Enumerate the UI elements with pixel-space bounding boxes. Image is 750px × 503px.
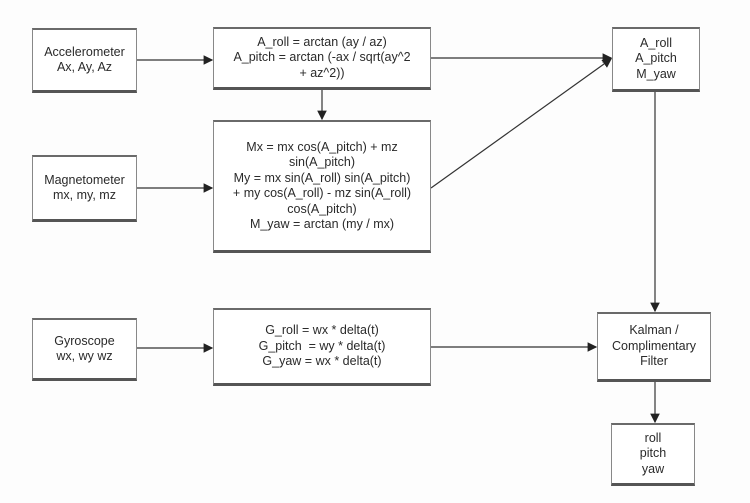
box-text: cos(A_pitch): [287, 201, 357, 216]
box-text: Magnetometer: [44, 172, 125, 187]
box-text: wx, wy wz: [56, 349, 113, 363]
box-text: Filter: [640, 354, 668, 369]
gyroscope-box: Gyroscope wx, wy wz: [32, 318, 137, 381]
box-text: Kalman /: [629, 323, 679, 338]
box-text: G_yaw = wx * delta(t): [262, 354, 382, 369]
angles-box: A_roll A_pitch M_yaw: [612, 27, 700, 92]
box-text: G_roll = wx * delta(t): [265, 323, 379, 338]
accelerometer-box: Accelerometer Ax, Ay, Az: [32, 28, 137, 93]
box-text: My = mx sin(A_roll) sin(A_pitch): [233, 170, 411, 185]
box-text: yaw: [641, 461, 665, 476]
box-text: roll: [644, 430, 662, 445]
box-text: Complimentary: [611, 338, 697, 353]
box-text: A_pitch = arctan (-ax / sqrt(ay^2: [233, 50, 411, 65]
box-text: Gyroscope: [54, 333, 115, 348]
output-box: roll pitch yaw: [611, 423, 695, 486]
box-text: A_roll: [640, 35, 672, 50]
box-text: A_roll = arctan (ay / az): [257, 34, 387, 49]
magnetometer-box: Magnetometer mx, my, mz: [32, 155, 137, 222]
box-text: sin(A_pitch): [289, 155, 355, 169]
box-text: G_pitch = wy * delta(t): [258, 338, 386, 353]
box-text: M_yaw = arctan (my / mx): [249, 217, 395, 231]
box-text: M_yaw: [636, 66, 676, 81]
accel-formulas-box: A_roll = arctan (ay / az) A_pitch = arct…: [213, 27, 431, 90]
box-text: + my cos(A_roll) - mz sin(A_roll): [232, 186, 412, 200]
mag-formulas-box: Mx = mx cos(A_pitch) + mz sin(A_pitch) M…: [213, 120, 431, 253]
box-text: Accelerometer: [44, 44, 125, 59]
box-text: + az^2)): [299, 65, 345, 80]
box-text: Mx = mx cos(A_pitch) + mz: [246, 139, 398, 154]
box-text: Ax, Ay, Az: [56, 60, 113, 74]
gyro-formulas-box: G_roll = wx * delta(t) G_pitch = wy * de…: [213, 308, 431, 386]
box-text: A_pitch: [635, 51, 677, 66]
arrow-mag-formulas-to-angles: [430, 58, 612, 189]
filter-box: Kalman / Complimentary Filter: [597, 312, 711, 382]
box-text: mx, my, mz: [53, 188, 116, 202]
box-text: pitch: [639, 446, 667, 461]
